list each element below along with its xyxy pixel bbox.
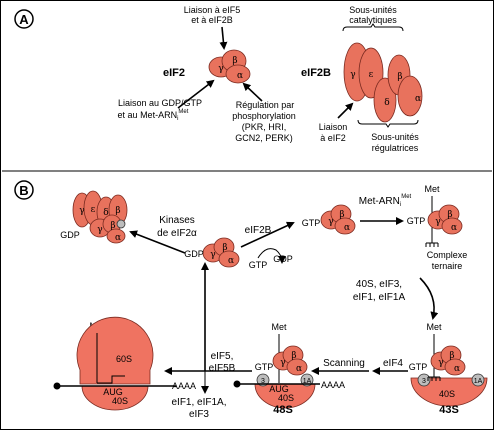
complexe-label-l2: ternaire (432, 261, 463, 271)
eif2-binding-note-l1: Liaison à eIF5 (184, 5, 241, 15)
svg-text:β: β (397, 72, 402, 82)
polya-80s-label: AAAA (172, 381, 196, 391)
gtp-48s-label: GTP (255, 362, 274, 372)
gdp-gtp-note-l2: et au Met-ARNiMet (118, 109, 189, 122)
eif5-label-l2: eIF5B (209, 363, 236, 374)
svg-text:γ: γ (218, 64, 223, 74)
svg-text:γ: γ (350, 70, 355, 80)
eif4-label: eIF4 (383, 358, 403, 369)
regulatory-note-l1: Sous-unités (371, 132, 419, 142)
eif2b-complex: γ ε δ β α (343, 42, 423, 123)
gdp-gtp-note-l1: Liaison au GDP/GTP (118, 98, 202, 108)
factors-label-l2: eIF1, eIF1A (353, 292, 406, 303)
kinases-label-l2: de eIF2α (157, 228, 197, 239)
svg-text:ε: ε (91, 205, 96, 215)
ribosome-80s (76, 316, 154, 411)
svg-text:α: α (228, 256, 234, 266)
eif5-label-l1: eIF5, (211, 351, 234, 362)
label-48s: 48S (273, 404, 293, 416)
svg-text:γ: γ (79, 206, 84, 216)
label-40s-43s: 40S (439, 389, 455, 399)
binding-eif2-note-l2: à eIF2 (320, 133, 346, 143)
met-48s-label: Met (271, 322, 287, 332)
svg-text:α: α (344, 223, 350, 233)
met-tc-label: Met (424, 184, 440, 194)
svg-text:β: β (449, 351, 454, 361)
gtp-tc-label: GTP (407, 216, 426, 226)
svg-text:β: β (447, 210, 452, 220)
factors-label-l1: 40S, eIF3, (356, 279, 402, 290)
met-43s-label: Met (426, 322, 442, 332)
label-40s-48s: 40S (278, 393, 294, 403)
svg-text:γ: γ (435, 217, 440, 227)
svg-text:α: α (415, 94, 421, 104)
svg-text:β: β (110, 221, 115, 231)
gtp-43s-label: GTP (409, 362, 428, 372)
svg-text:γ: γ (328, 217, 333, 227)
regulatory-note-l2: régulatrices (372, 143, 419, 153)
svg-text:α: α (454, 364, 460, 374)
regulation-note-l1: Régulation par (236, 100, 295, 110)
svg-text:ε: ε (369, 70, 374, 80)
svg-text:γ: γ (210, 250, 215, 260)
svg-text:α: α (451, 223, 457, 233)
catalytic-note-l2: catalytiques (349, 15, 397, 25)
label-40s-80s: 40S (112, 396, 128, 406)
complexe-label-l1: Complexe (427, 250, 468, 260)
gdp-left-label: GDP (60, 230, 80, 240)
regulation-note-l4: GCN2, PERK) (235, 133, 293, 143)
aug-80s-label: AUG (103, 387, 123, 397)
svg-text:3: 3 (261, 378, 265, 385)
svg-text:δ: δ (103, 208, 108, 218)
gtp-in-label: GTP (249, 260, 268, 270)
eif2-complex: γ β α (208, 49, 251, 84)
catalytic-note-l1: Sous-unités (349, 5, 397, 15)
gdp-center-label: GDP (184, 249, 204, 259)
svg-text:1A: 1A (303, 378, 312, 385)
svg-text:A: A (19, 12, 29, 27)
regulation-note-l2: phosphorylation (232, 111, 296, 121)
eif2-gdp: γ β α (202, 237, 240, 268)
svg-text:γ: γ (280, 358, 285, 368)
release-label-l1: eIF1, eIF1A, (171, 397, 226, 408)
badge-b: B (14, 180, 34, 200)
ribosome-43s: γ β α 3 1A (410, 345, 488, 407)
svg-text:B: B (19, 183, 28, 198)
svg-text:δ: δ (384, 98, 389, 108)
eif2b-label: eIF2B (301, 67, 331, 79)
regulation-note-l3: (PKR, HRI, (242, 122, 287, 132)
svg-text:3: 3 (422, 378, 426, 385)
svg-text:γ: γ (438, 358, 443, 368)
eif2-binding-note-l2: et à eIF2B (191, 15, 233, 25)
svg-text:1A: 1A (474, 378, 483, 385)
ternary-complex: γ β α (427, 204, 463, 235)
binding-eif2-note-l1: Liaison (319, 122, 348, 132)
label-60s: 60S (116, 354, 132, 364)
gtp-right-label: GTP (302, 218, 321, 228)
eif2-gtp: γ β α (320, 204, 356, 235)
svg-text:α: α (115, 233, 121, 243)
ribosome-48s: γ β α 3 1A (254, 345, 316, 409)
kinases-label-l1: Kinases (159, 215, 195, 226)
svg-text:β: β (339, 210, 344, 220)
release-label-l2: eIF3 (189, 409, 209, 420)
label-43s: 43S (439, 404, 459, 416)
svg-text:β: β (232, 56, 237, 66)
svg-text:β: β (222, 243, 227, 253)
badge-a: A (14, 9, 34, 29)
svg-text:β: β (115, 206, 120, 216)
eif2-label: eIF2 (163, 67, 185, 79)
met-arn-label: Met-ARNiMet (359, 194, 412, 208)
eif2-eif2b-gdp-complex: γ ε δ β γ β α (72, 190, 128, 244)
eif2b-exchange-label: eIF2B (245, 225, 272, 236)
scanning-label: Scanning (323, 358, 365, 369)
svg-text:β: β (291, 351, 296, 361)
svg-text:γ: γ (97, 225, 102, 235)
aug-48s-label: AUG (269, 384, 289, 394)
gdp-out-label: GDP (273, 254, 293, 264)
svg-text:α: α (296, 364, 302, 374)
polya-48s-label: AAAA (321, 380, 345, 390)
svg-text:α: α (237, 71, 243, 81)
